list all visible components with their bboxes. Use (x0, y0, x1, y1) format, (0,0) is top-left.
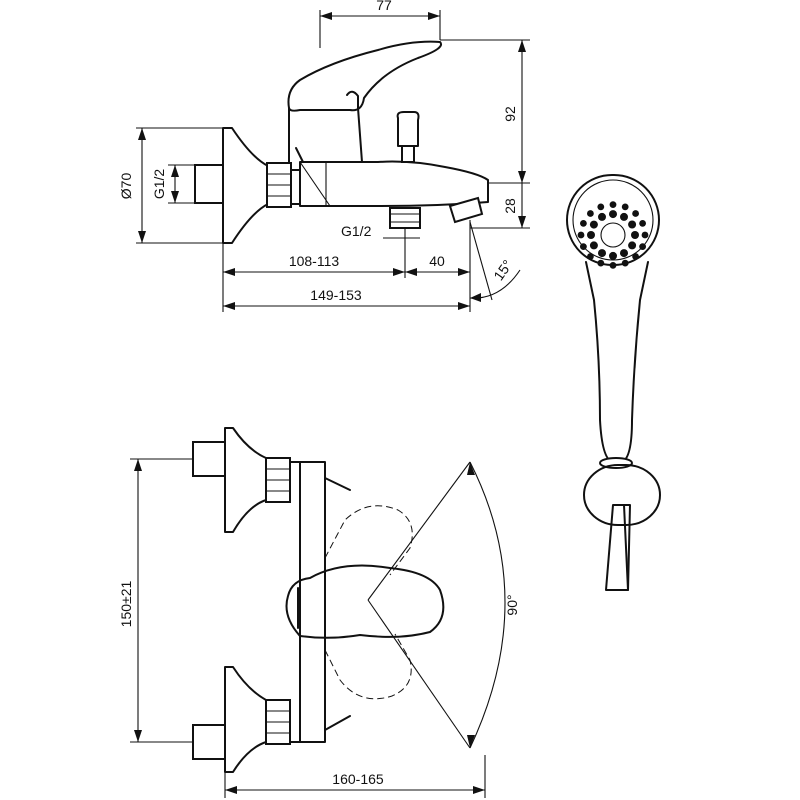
dim-outlet-height: 28 (502, 198, 518, 214)
nozzle (577, 231, 585, 239)
front-view: 90° 150±21 160-165 (118, 427, 520, 798)
dim-outlet-spacing: 40 (429, 253, 445, 269)
inlet-pipe (194, 164, 224, 204)
nozzle (587, 253, 594, 260)
nozzle (639, 243, 646, 251)
shower-handle (585, 261, 649, 463)
shower-nozzles (577, 201, 649, 269)
nozzle (580, 220, 587, 227)
nozzle (639, 220, 646, 227)
nozzle (587, 231, 595, 239)
nozzle (620, 249, 628, 258)
dim-wall-to-outlet: 108-113 (289, 253, 340, 269)
lever-position-dashed-lower (324, 633, 412, 700)
front-body (289, 461, 326, 743)
dim-spout-length: 77 (376, 0, 392, 13)
nozzle (641, 231, 649, 239)
dim-inlet-thread: G1/2 (151, 169, 167, 200)
nozzle (598, 249, 606, 258)
shower-holder (583, 464, 661, 526)
nozzle (598, 212, 606, 221)
nozzle (632, 253, 639, 260)
nozzle (631, 231, 639, 239)
dim-front-depth: 160-165 (332, 771, 384, 787)
nozzle (620, 212, 628, 221)
nozzle (628, 241, 637, 250)
nozzle (632, 210, 639, 217)
coupling-nut (266, 162, 292, 208)
dim-wall-to-tip: 149-153 (310, 287, 362, 303)
nozzle (621, 203, 629, 211)
dim-centers: 150±21 (118, 580, 134, 627)
hand-shower (566, 174, 661, 591)
dim-escutcheon-diameter: Ø70 (118, 173, 134, 200)
shower-center-disc (600, 222, 626, 248)
lever-handle (287, 40, 442, 112)
spout-tip (448, 196, 484, 224)
shower-head (566, 174, 660, 266)
lever-position-dashed-upper (324, 505, 413, 576)
mixer-body (299, 160, 489, 207)
nozzle (609, 210, 617, 219)
nozzle (621, 259, 629, 267)
dim-rotation-angle: 90° (504, 594, 520, 615)
nozzle (589, 220, 598, 229)
nozzle (628, 220, 637, 229)
dim-outlet-thread: G1/2 (341, 223, 372, 239)
nozzle (609, 201, 617, 209)
outlet-thread (389, 207, 421, 229)
dim-tilt-angle: 15° (490, 257, 515, 284)
front-lever (285, 564, 445, 639)
dim-height-total: 92 (502, 106, 518, 122)
side-view: Ø70 G1/2 77 92 28 G1/2 (118, 0, 530, 312)
nozzle (597, 259, 605, 267)
nozzle (580, 243, 587, 251)
nozzle (589, 241, 598, 250)
nozzle (587, 210, 594, 217)
nozzle (597, 203, 605, 211)
escutcheon (222, 127, 269, 244)
nozzle (609, 262, 617, 269)
nozzle (609, 251, 617, 260)
diverter-knob (396, 111, 420, 147)
